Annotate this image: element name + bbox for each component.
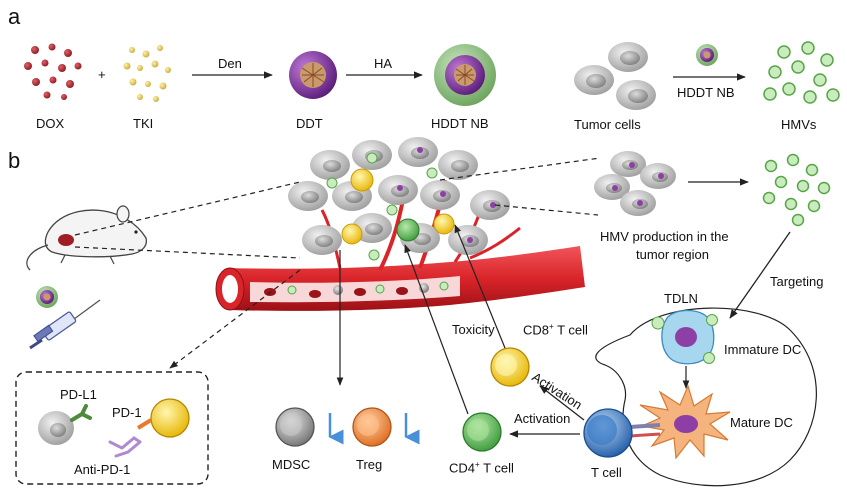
mouse bbox=[26, 205, 148, 271]
hmv-production-label-line2: tumor region bbox=[636, 247, 709, 262]
mdsc-cell bbox=[275, 407, 315, 447]
injected-nanoparticle bbox=[36, 286, 58, 308]
mouse-zoom-line-top bbox=[74, 181, 301, 236]
mdsc-label: MDSC bbox=[272, 457, 311, 472]
tumor-cells-label: Tumor cells bbox=[574, 117, 641, 132]
hddt-nb-particle bbox=[434, 44, 496, 106]
hmv-production-cluster bbox=[594, 151, 676, 216]
panel-a bbox=[24, 41, 840, 110]
pd-1-label: PD-1 bbox=[112, 405, 142, 420]
dox-label: DOX bbox=[36, 116, 65, 131]
dox-molecules bbox=[24, 43, 82, 100]
pd-l1-label: PD-L1 bbox=[60, 387, 97, 402]
tki-label: TKI bbox=[133, 116, 154, 131]
targeting-arrow bbox=[729, 231, 791, 319]
tumor-cluster bbox=[288, 137, 510, 261]
plus-sign: + bbox=[98, 67, 106, 82]
t-cell-label: T cell bbox=[591, 465, 622, 480]
hmv-production-label-line1: HMV production in the bbox=[600, 229, 729, 244]
targeting-label: Targeting bbox=[770, 274, 824, 289]
cd4-t-cell-label: CD4+ T cell bbox=[449, 460, 514, 476]
toxicity-label: Toxicity bbox=[452, 322, 495, 337]
mouse-zoom-line-bottom bbox=[74, 246, 301, 259]
syringe-icon bbox=[29, 299, 101, 350]
immature-dc-label: Immature DC bbox=[724, 342, 802, 357]
hmvs-group bbox=[763, 41, 840, 104]
panel-b-letter: b bbox=[8, 148, 21, 173]
cd8-toxicity-arrow bbox=[454, 224, 506, 349]
t-cell bbox=[583, 408, 633, 458]
cd8-t-cell bbox=[490, 347, 530, 387]
hddt-nb-arrow-label: HDDT NB bbox=[677, 85, 735, 100]
treg-cell bbox=[352, 407, 392, 447]
immature-dc bbox=[651, 309, 718, 365]
vessel-cells bbox=[264, 281, 449, 298]
hddt-nb-small bbox=[696, 44, 718, 66]
pd1-inset-box bbox=[15, 371, 209, 485]
hddt-nb-label: HDDT NB bbox=[431, 116, 489, 131]
ddt-particle bbox=[289, 51, 337, 99]
tki-molecules bbox=[123, 45, 171, 102]
hmvs-released bbox=[762, 153, 831, 227]
tdln-label: TDLN bbox=[664, 291, 698, 306]
cd4-arrow bbox=[404, 244, 469, 415]
cd8-t-cell-label: CD8+ T cell bbox=[523, 322, 588, 338]
cd4-t-cell bbox=[462, 412, 502, 452]
ha-label: HA bbox=[374, 56, 393, 71]
pd1-zoom-line bbox=[169, 269, 301, 369]
den-label: Den bbox=[218, 56, 242, 71]
treg-label: Treg bbox=[356, 457, 383, 472]
mature-dc-label: Mature DC bbox=[730, 415, 793, 430]
blood-vessel bbox=[215, 179, 585, 311]
tdln-outline bbox=[595, 307, 817, 487]
hmv-zoom-line-bottom bbox=[494, 204, 599, 216]
hmvs-label: HMVs bbox=[781, 117, 817, 132]
panel-a-letter: a bbox=[8, 4, 21, 29]
anti-pd-1-label: Anti-PD-1 bbox=[74, 462, 131, 477]
activation-arrow-cd8 bbox=[539, 385, 585, 421]
ddt-label: DDT bbox=[296, 116, 323, 131]
tumor-cells-group bbox=[574, 42, 656, 110]
mature-dc bbox=[639, 384, 731, 460]
pd1-inset bbox=[38, 398, 190, 458]
synapse-receptors bbox=[629, 423, 661, 438]
activation-label-cd4: Activation bbox=[514, 411, 571, 426]
